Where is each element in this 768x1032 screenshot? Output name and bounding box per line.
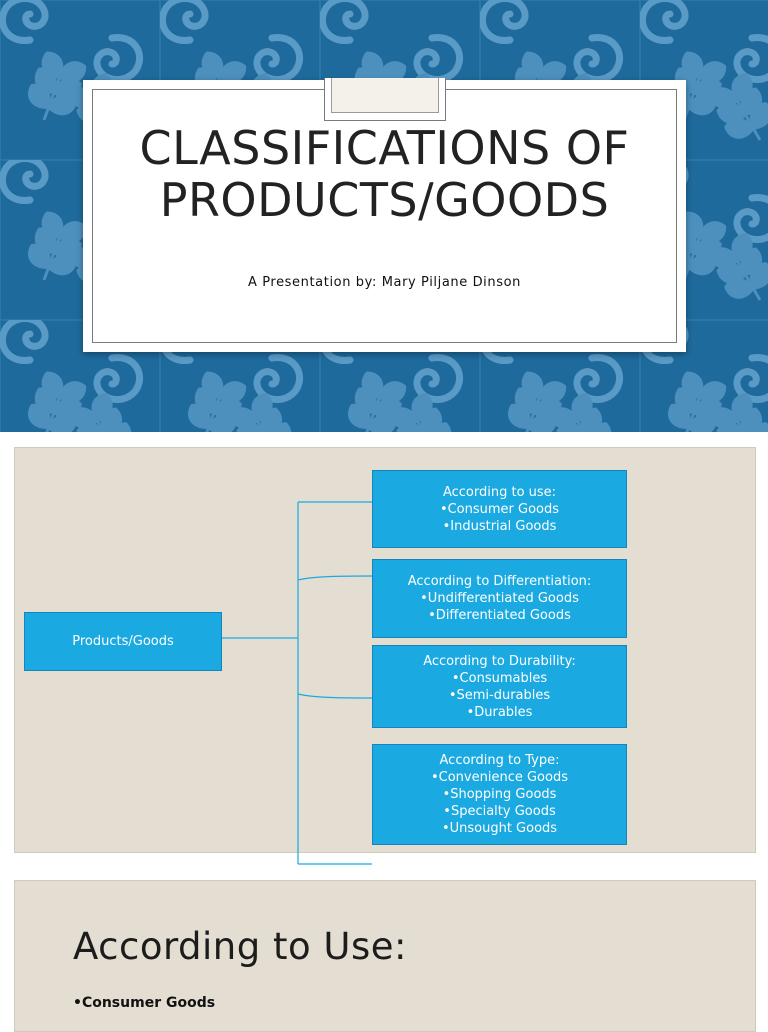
bullet-item: •Consumer Goods <box>73 995 216 1011</box>
branch-item: •Durables <box>466 704 533 720</box>
title-line-1: CLASSIFICATIONS OF <box>139 121 630 175</box>
branch-item: •Semi-durables <box>448 687 551 703</box>
slide-heading: According to Use: <box>73 925 408 968</box>
title-slide: CLASSIFICATIONS OF PRODUCTS/GOODS A Pres… <box>0 0 768 432</box>
branch-item: •Differentiated Goods <box>428 608 571 623</box>
branch-item: •Specialty Goods <box>443 804 556 819</box>
presentation-subtitle: A Presentation by: Mary Piljane Dinson <box>247 275 522 290</box>
diagram-connectors <box>222 501 373 865</box>
branch-box-differentiation: According to Differentiation: •Undiffere… <box>372 559 627 638</box>
connector-durability <box>297 693 373 699</box>
according-to-use-slide: According to Use: •Consumer Goods <box>14 880 756 1032</box>
branch-heading: According to Durability: <box>423 653 576 669</box>
presentation-title: CLASSIFICATIONS OF PRODUCTS/GOODS <box>83 122 686 226</box>
branch-box-use: According to use: •Consumer Goods •Indus… <box>372 470 627 548</box>
diagram-slide: Products/Goods According to use: •Consum… <box>14 447 756 865</box>
branch-item: •Industrial Goods <box>442 518 557 534</box>
connector-differentiation <box>297 575 373 581</box>
branch-heading: According to Differentiation: <box>407 574 592 589</box>
root-node-label: Products/Goods <box>72 634 174 649</box>
branch-item: •Unsought Goods <box>441 821 558 836</box>
branch-heading: According to use: <box>442 484 557 500</box>
title-card-tab <box>324 78 446 121</box>
branch-box-type: According to Type: •Convenience Goods •S… <box>372 744 627 845</box>
title-card: CLASSIFICATIONS OF PRODUCTS/GOODS A Pres… <box>83 78 686 352</box>
branch-item: •Consumer Goods <box>439 501 560 517</box>
title-line-2: PRODUCTS/GOODS <box>159 173 610 227</box>
branch-heading: According to Type: <box>439 753 560 768</box>
branch-item: •Consumables <box>451 670 548 686</box>
branch-item: •Undifferentiated Goods <box>420 591 579 606</box>
branch-item: •Shopping Goods <box>442 787 557 802</box>
branch-box-durability: According to Durability: •Consumables •S… <box>372 645 627 728</box>
root-node-box: Products/Goods <box>24 612 222 671</box>
branch-item: •Convenience Goods <box>430 770 568 785</box>
